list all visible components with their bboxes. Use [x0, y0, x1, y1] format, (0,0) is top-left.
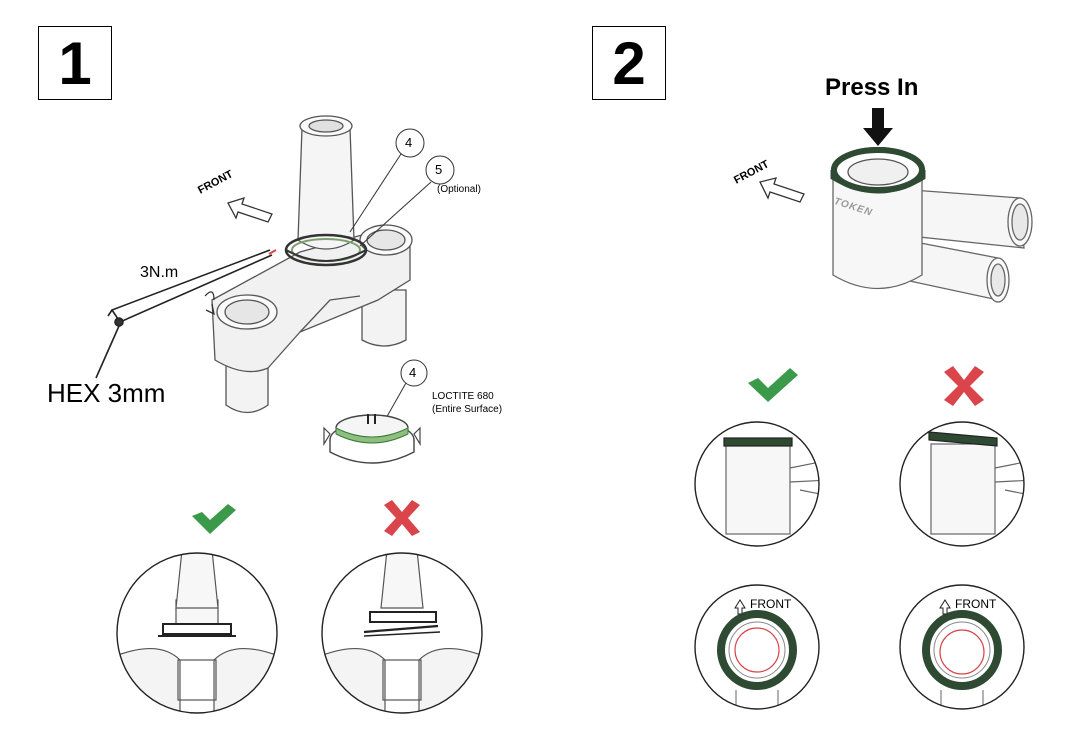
up-arrow-icon: [734, 599, 746, 615]
front-arrow-icon-2: [759, 177, 805, 203]
loctite-note: (Entire Surface): [432, 404, 503, 415]
step-1-box: 1: [38, 26, 112, 100]
side-view-correct-circle: [694, 421, 820, 547]
split-ring-drawing: [323, 414, 421, 464]
callout-5-circle: [425, 155, 455, 185]
callout-4-label: 4: [405, 135, 413, 150]
hex-tool-label: HEX 3mm: [47, 378, 166, 408]
detail-wrong-circle: [321, 552, 483, 714]
up-arrow-icon-2: [939, 599, 951, 615]
callout-4-circle: [395, 128, 425, 158]
step-2-box: 2: [592, 26, 666, 100]
check-icon: [192, 504, 236, 534]
cross-icon-2: [944, 366, 984, 406]
front-arrow-icon: [227, 197, 273, 223]
frame-head-tube-drawing: [830, 147, 1033, 303]
top-view-wrong-circle: [899, 584, 1025, 710]
callout-5-label: 5: [435, 162, 443, 177]
detail-callout-circle: [400, 359, 428, 387]
check-icon-2: [748, 368, 798, 402]
optional-note: (Optional): [437, 184, 481, 195]
top-view-correct-circle: [694, 584, 820, 710]
torque-label: 3N.m: [140, 264, 179, 281]
front-view-label-right: FRONT: [955, 597, 997, 611]
press-arrow-icon: [863, 108, 893, 146]
detail-callout-label: 4: [409, 365, 417, 380]
side-view-wrong-circle: [899, 421, 1025, 547]
stem-assembly-drawing: [211, 115, 413, 414]
step-2-number: 2: [612, 29, 646, 97]
cross-icon: [384, 500, 420, 536]
detail-correct-circle: [116, 552, 278, 714]
press-in-label: Press In: [825, 74, 919, 101]
step-1-number: 1: [58, 29, 92, 97]
hex-key-icon: [95, 249, 277, 379]
loctite-label: LOCTITE 680: [432, 391, 494, 402]
front-view-label-left: FRONT: [750, 597, 792, 611]
callout-leaders: [349, 128, 455, 421]
